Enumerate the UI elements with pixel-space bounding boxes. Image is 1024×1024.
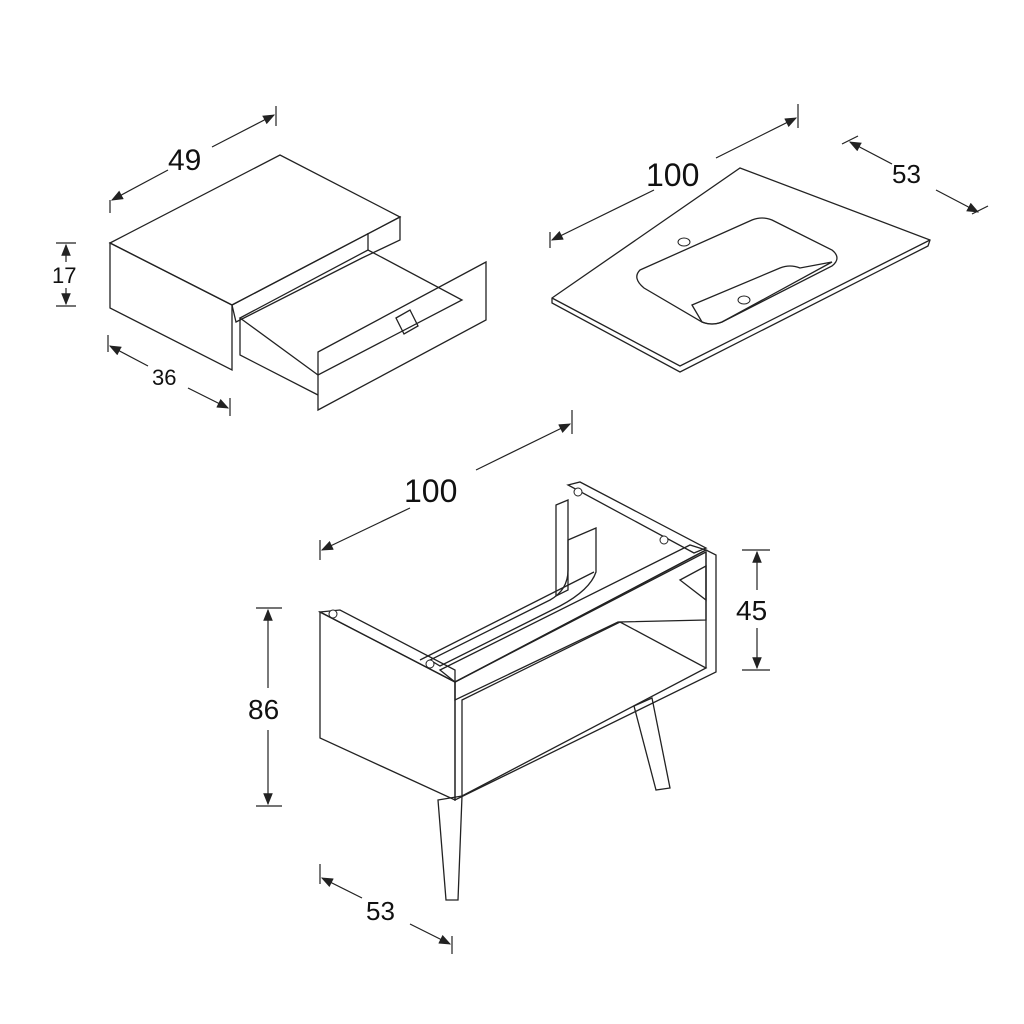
- washbasin-top: 100 53: [549, 104, 989, 373]
- cabinet-width-label: 100: [404, 473, 457, 509]
- drain-icon: [737, 295, 751, 305]
- tap-hole-icon: [677, 237, 691, 247]
- basin-bowl: [636, 217, 838, 325]
- cabinet-leg: [437, 795, 463, 901]
- drawer-front: [317, 260, 487, 412]
- basin-depth-label: 53: [892, 159, 921, 189]
- drawer-bottom: [238, 249, 464, 376]
- cabinet-body-height-label: 45: [736, 595, 767, 626]
- drawer-width-label: 49: [168, 144, 201, 177]
- washbasin-surface: [551, 167, 931, 373]
- drawer-unit: 49 17 36: [52, 106, 487, 416]
- cabinet: 100 86 45 53: [248, 410, 770, 954]
- drawer-opening: [231, 215, 401, 323]
- cabinet-leg: [633, 697, 671, 791]
- drawer-height-label: 17: [52, 263, 76, 288]
- basin-width-label: 100: [646, 157, 699, 193]
- drawer-unit-side: [109, 241, 233, 372]
- cabinet-depth-label: 53: [366, 896, 395, 926]
- cabinet-shelf: [461, 621, 708, 798]
- cabinet-interior-back: [454, 550, 707, 702]
- cabinet-front-panel: [319, 610, 456, 802]
- cabinet-height-label: 86: [248, 694, 279, 725]
- drawer-depth-label: 36: [152, 365, 176, 390]
- drawer-handle-icon: [395, 309, 419, 335]
